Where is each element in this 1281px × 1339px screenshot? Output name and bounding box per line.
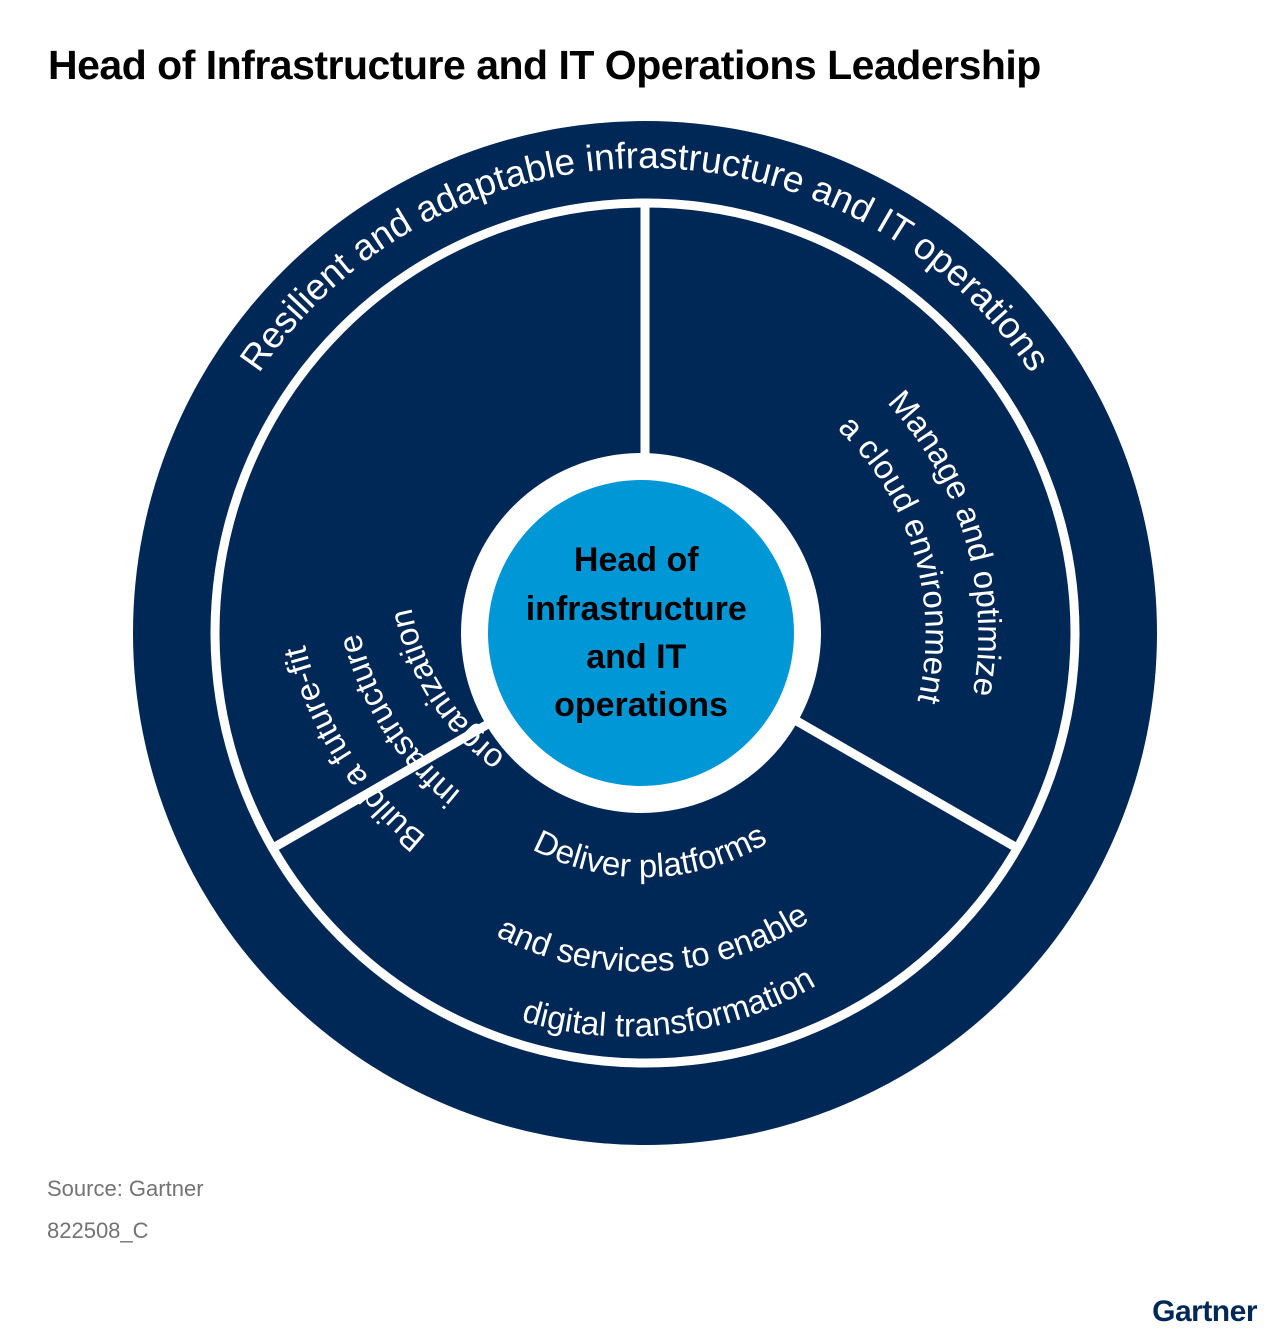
center-line-4: operations [554, 686, 728, 724]
divider-lower-right [792, 716, 1020, 852]
source-note: Source: Gartner [47, 1176, 204, 1201]
center-label: Head of infrastructure and IT operations [526, 541, 757, 724]
segment-dividers [270, 203, 1020, 852]
center-circle [488, 480, 794, 786]
figure-code: 822508_C [47, 1218, 149, 1243]
divider-lower-left [270, 716, 498, 852]
gartner-logo: Gartner [1152, 1295, 1257, 1328]
center-line-2: infrastructure [526, 590, 747, 628]
center-line-1: Head of [574, 541, 699, 579]
center-line-3: and IT [586, 638, 686, 676]
page-title: Head of Infrastructure and IT Operations… [48, 42, 1041, 88]
